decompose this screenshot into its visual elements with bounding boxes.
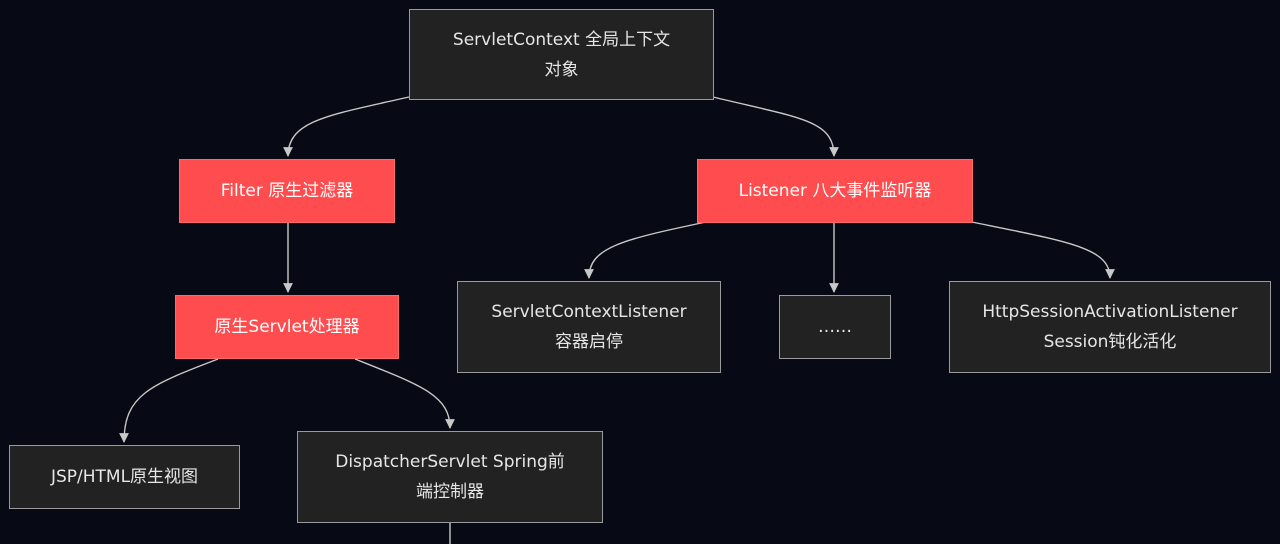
node-listener[interactable]: Listener 八大事件监听器: [697, 159, 973, 223]
node-ellipsis[interactable]: ……: [779, 295, 891, 359]
node-servlet-context-listener[interactable]: ServletContextListener 容器启停: [457, 281, 721, 373]
edge-root-listener: [712, 96, 839, 157]
node-native-servlet[interactable]: 原生Servlet处理器: [175, 295, 399, 359]
node-dispatcher-servlet[interactable]: DispatcherServlet Spring前 端控制器: [297, 431, 603, 523]
node-session-activation-listener[interactable]: HttpSessionActivationListener Session钝化活…: [949, 281, 1271, 373]
edge-servlet-jsp: [119, 358, 219, 443]
edge-servlet-dispatcher: [354, 358, 455, 429]
edge-root-filter: [283, 96, 410, 157]
node-servlet-context[interactable]: ServletContext 全局上下文 对象: [409, 9, 714, 100]
node-jsp-html-view[interactable]: JSP/HTML原生视图: [9, 445, 240, 509]
edge-listener-activation-listener: [971, 221, 1115, 279]
edge-listener-context-listener: [584, 221, 707, 279]
node-filter[interactable]: Filter 原生过滤器: [179, 159, 395, 223]
